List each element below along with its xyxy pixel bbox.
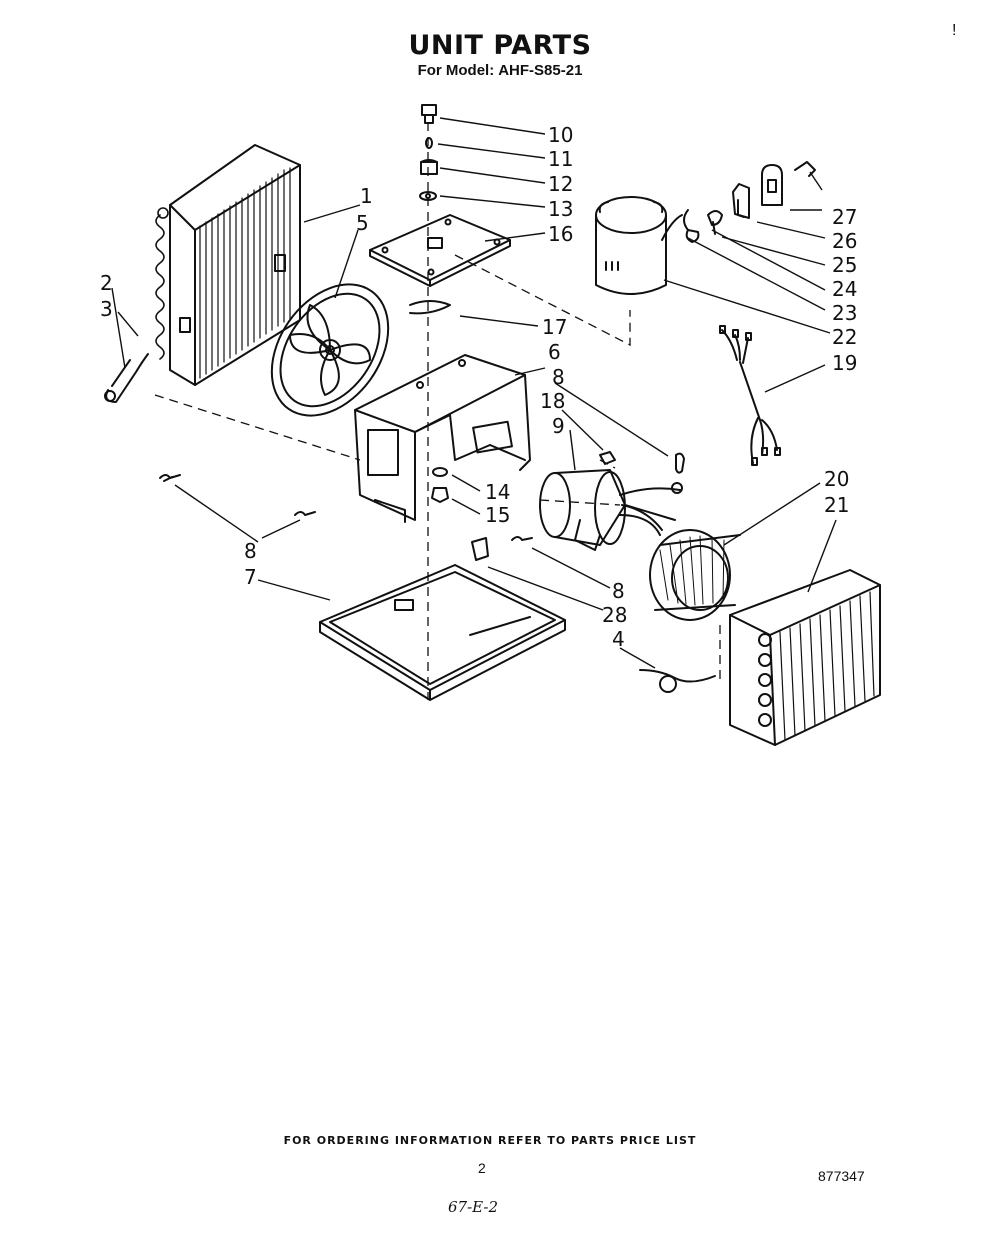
callout-6: 6 xyxy=(548,340,561,364)
callout-13: 13 xyxy=(548,197,573,221)
sensing-bulb xyxy=(639,669,716,693)
callout-12: 12 xyxy=(548,172,573,196)
callout-2: 2 xyxy=(100,271,113,295)
screw-left-upper xyxy=(159,474,181,482)
callout-20: 20 xyxy=(824,467,849,491)
callout-10: 10 xyxy=(548,123,573,147)
callout-4: 4 xyxy=(612,627,625,651)
blower-wheel xyxy=(649,529,741,621)
callout-8-left: 8 xyxy=(244,539,257,563)
base-pan xyxy=(319,564,566,701)
terminal-boot xyxy=(761,164,783,206)
callout-11: 11 xyxy=(548,147,573,171)
document-number: 877347 xyxy=(818,1168,865,1184)
terminal-cover xyxy=(683,209,700,243)
mounting-bolt-stack xyxy=(419,104,438,201)
condenser-coil xyxy=(155,144,301,386)
handwritten-note: 67-E-2 xyxy=(448,1198,498,1216)
callout-21: 21 xyxy=(824,493,849,517)
callout-27: 27 xyxy=(832,205,857,229)
model-label: For Model: xyxy=(417,62,495,79)
motor-bracket-frame xyxy=(354,354,531,523)
screw-left-lower xyxy=(294,511,316,516)
compressor xyxy=(595,196,683,295)
callout-labels: 10 11 12 13 16 17 6 8 18 9 14 15 8 7 8 2… xyxy=(100,123,857,651)
page-title: UNIT PARTS xyxy=(408,30,592,61)
callout-28: 28 xyxy=(602,603,627,627)
fan-motor xyxy=(539,469,683,551)
callout-14: 14 xyxy=(485,480,510,504)
callout-7: 7 xyxy=(244,565,257,589)
callout-19: 19 xyxy=(832,351,857,375)
leader-lines xyxy=(111,117,837,669)
callout-18: 18 xyxy=(540,389,565,413)
alignment-lines xyxy=(154,122,721,700)
ordering-note: FOR ORDERING INFORMATION REFER TO PARTS … xyxy=(283,1134,697,1147)
callout-8-top: 8 xyxy=(552,365,565,389)
terminal-clip xyxy=(732,183,750,219)
callout-3: 3 xyxy=(100,297,113,321)
base-clip xyxy=(471,537,489,561)
callout-8-bottom: 8 xyxy=(612,579,625,603)
condenser-fan-blade xyxy=(270,283,390,417)
callout-17: 17 xyxy=(542,315,567,339)
model-number: AHF-S85-21 xyxy=(498,62,583,79)
screw-center xyxy=(511,536,533,541)
retaining-clip xyxy=(794,161,816,177)
callout-15: 15 xyxy=(485,503,510,527)
callout-24: 24 xyxy=(832,277,857,301)
wiring-harness xyxy=(719,325,781,466)
callout-5: 5 xyxy=(356,211,369,235)
callout-23: 23 xyxy=(832,301,857,325)
callout-1: 1 xyxy=(360,184,373,208)
model-subtitle: For Model:AHF-S85-21 xyxy=(0,62,1000,79)
compressor-mount-plate xyxy=(369,214,511,287)
callout-9: 9 xyxy=(552,414,565,438)
page-number: 2 xyxy=(478,1160,486,1176)
overload-protector xyxy=(707,210,723,235)
screw-right xyxy=(675,452,685,474)
callout-25: 25 xyxy=(832,253,857,277)
evaporator-coil xyxy=(729,569,881,746)
thermostat-bulb xyxy=(104,353,149,403)
wire-clip xyxy=(409,300,451,315)
callout-22: 22 xyxy=(832,325,857,349)
callout-16: 16 xyxy=(548,222,573,246)
grommet-nut xyxy=(431,467,449,503)
motor-nut xyxy=(599,451,616,465)
callout-26: 26 xyxy=(832,229,857,253)
margin-mark: ! xyxy=(952,22,957,39)
